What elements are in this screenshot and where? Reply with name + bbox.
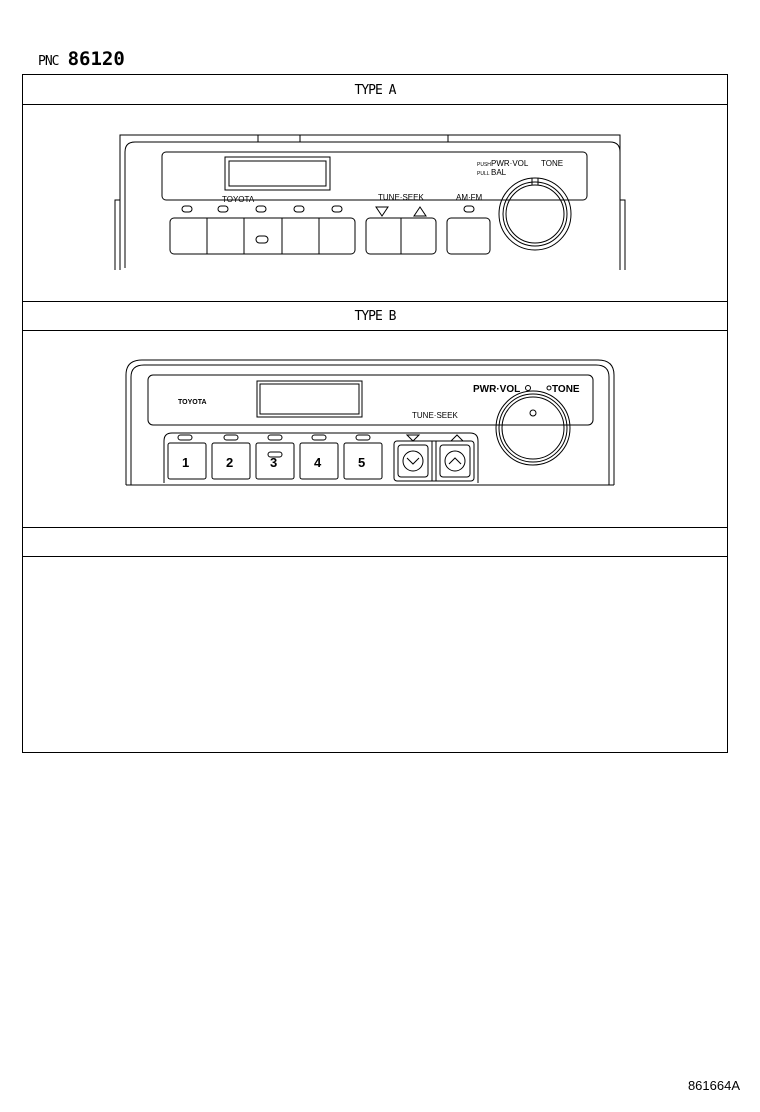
preset-1-label: 1 [182, 455, 189, 470]
preset-5-label: 5 [358, 455, 365, 470]
pnc-header: PNC 86120 [38, 48, 125, 70]
divider [23, 330, 727, 331]
section-title-type-a: TYPE A [354, 83, 397, 98]
section-title-type-b: TYPE B [354, 309, 397, 324]
divider [23, 104, 727, 105]
pnc-label: PNC [38, 54, 60, 69]
knob-bal-label: BAL [491, 168, 507, 177]
knob-tone-label: TONE [541, 159, 563, 168]
knob-main-label: PWR·VOL [491, 159, 529, 168]
tune-seek-label: TUNE·SEEK [412, 411, 458, 420]
divider [23, 556, 727, 557]
knob-tone-label: TONE [552, 384, 580, 395]
knob-pull-label: PULL [477, 171, 490, 177]
parts-frame: TYPE A TYPE B [22, 74, 728, 753]
divider [23, 301, 727, 302]
tune-seek-label: TUNE·SEEK [378, 193, 424, 202]
brand-label: TOYOTA [222, 195, 255, 204]
preset-4-label: 4 [314, 455, 322, 470]
knob-push-label: PUSH [477, 162, 491, 168]
am-fm-label: AM·FM [456, 193, 483, 202]
preset-2-label: 2 [226, 455, 233, 470]
preset-3-label: 3 [270, 455, 277, 470]
brand-label: TOYOTA [178, 399, 207, 406]
figure-id: 861664A [687, 1078, 740, 1093]
radio-type-b-illustration: TOYOTA PWR·VOL TONE TUNE·SEEK 1 2 3 4 5 [125, 359, 615, 486]
divider [23, 527, 727, 528]
radio-type-a-illustration: TOYOTA TUNE·SEEK AM·FM PUSH PWR·VOL TONE… [114, 134, 626, 270]
knob-main-label: PWR·VOL [473, 384, 520, 395]
pnc-number: 86120 [67, 48, 125, 70]
